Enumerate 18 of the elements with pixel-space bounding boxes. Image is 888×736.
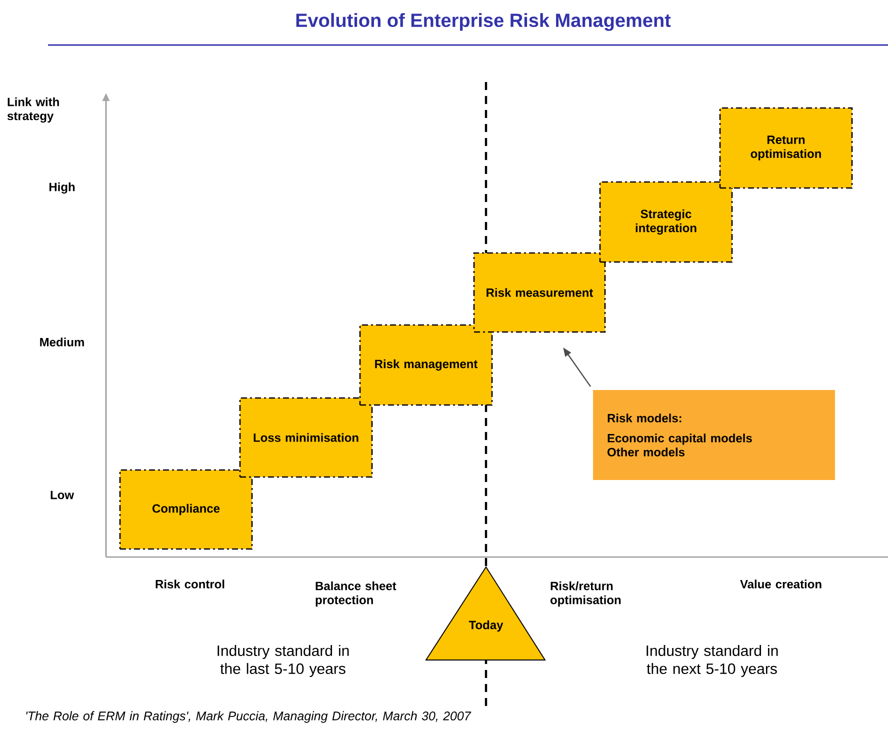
axis-level: High [49, 182, 75, 194]
source-note: 'The Role of ERM in Ratings', Mark Puccia, Managing Director, March 30, 2007 [26, 711, 472, 723]
category-label: Balance sheet protection [316, 581, 396, 607]
period-label: Industry standard in the last 5-10 years [218, 645, 349, 677]
category-label: Value creation [740, 580, 822, 588]
stage-box: Return optimisation [719, 107, 853, 189]
axis-level: Low [50, 490, 74, 500]
stage-box: Risk measurement [473, 252, 606, 333]
axis-title: Link with strategy [7, 97, 59, 123]
period-label: Industry standard in the next 5-10 years [646, 645, 778, 677]
stage-box: Risk management [359, 324, 493, 406]
axis-level: Medium [40, 338, 84, 346]
category-label: Risk control [156, 580, 224, 588]
stage-box: Loss minimisation [239, 397, 373, 478]
stage-box: Strategic integration [599, 181, 733, 263]
note-box: Risk models: Economic capital models Other models [593, 390, 835, 480]
stage-box: Compliance [119, 469, 253, 550]
title: Evolution of Enterprise Risk Management [296, 13, 671, 31]
